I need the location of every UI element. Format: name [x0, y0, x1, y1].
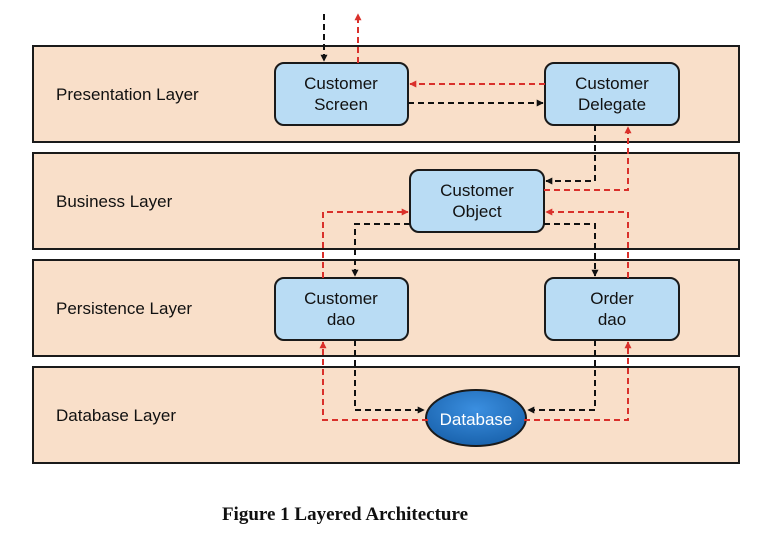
database-layer: Database Layer: [32, 366, 740, 464]
customer-dao-label-line1: Customer: [304, 289, 378, 308]
customer-delegate-label-line2: Delegate: [578, 95, 646, 114]
customer-dao-node: Customer dao: [274, 277, 409, 341]
arrow-object-to-order-dao: [544, 223, 599, 277]
arrow-customer-dao-to-object: [322, 208, 409, 278]
customer-object-label-line2: Object: [452, 202, 501, 221]
arrow-database-to-customer-dao: [319, 341, 428, 421]
arrow-order-dao-to-database: [527, 340, 596, 414]
business-layer-label: Business Layer: [56, 192, 173, 211]
order-dao-node: Order dao: [544, 277, 680, 341]
arrow-object-to-customer-dao: [351, 223, 410, 277]
database-node: Database: [425, 389, 527, 447]
database-layer-label: Database Layer: [56, 406, 176, 425]
customer-screen-label-line1: Customer: [304, 74, 378, 93]
database-label: Database: [440, 410, 513, 429]
customer-delegate-label-line1: Customer: [575, 74, 649, 93]
customer-delegate-node: Customer Delegate: [544, 62, 680, 126]
order-dao-label-line2: dao: [598, 310, 626, 329]
order-dao-label-line1: Order: [590, 289, 634, 308]
arrow-object-to-delegate: [544, 126, 632, 191]
figure-caption: Figure 1 Layered Architecture: [222, 504, 468, 525]
customer-screen-node: Customer Screen: [274, 62, 409, 126]
arrow-database-to-order-dao: [524, 341, 632, 421]
customer-object-node: Customer Object: [409, 169, 545, 233]
customer-screen-label-line2: Screen: [314, 95, 368, 114]
arrow-delegate-to-object: [545, 125, 596, 185]
persistence-layer-label: Persistence Layer: [56, 299, 192, 318]
arrow-order-dao-to-object: [545, 208, 629, 278]
business-layer: Business Layer: [32, 152, 740, 250]
customer-dao-label-line2: dao: [327, 310, 355, 329]
arrow-customer-dao-to-database: [354, 340, 425, 414]
presentation-layer-label: Presentation Layer: [56, 85, 199, 104]
customer-object-label-line1: Customer: [440, 181, 514, 200]
